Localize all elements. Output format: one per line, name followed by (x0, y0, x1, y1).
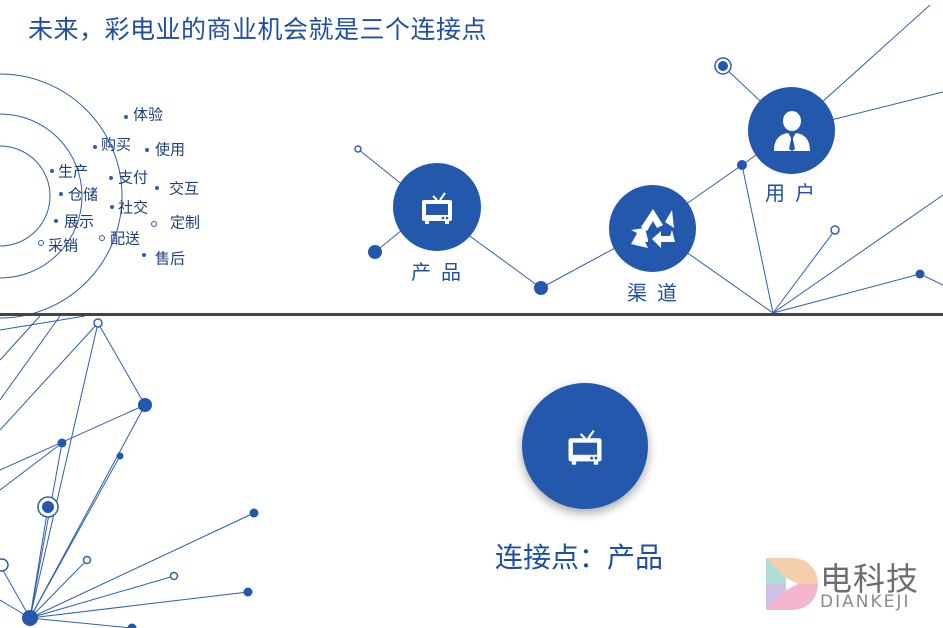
logo-text-en: DIANKEJI (820, 592, 911, 612)
ring-label: 社交 (118, 198, 149, 217)
focus-caption: 连接点：产品 (495, 541, 664, 574)
ring-label: 支付 (118, 168, 149, 187)
ring-label: 体验 (133, 105, 164, 124)
ring-label: 展示 (64, 212, 95, 231)
tv-icon (568, 429, 602, 465)
channel-label: 渠道 (627, 281, 687, 305)
ring-label: 配送 (110, 229, 141, 248)
ring-label: 售后 (155, 249, 186, 268)
recycle-icon (630, 208, 675, 248)
tv-icon (422, 192, 452, 224)
ring-label: 定制 (170, 213, 201, 232)
logo-mark (766, 558, 818, 610)
focus-product-node (522, 383, 648, 509)
logo-text-cn: 电科技 (820, 560, 920, 598)
slide-title: 未来，彩电业的商业机会就是三个连接点 (28, 15, 488, 44)
channel-node (609, 185, 696, 272)
product-label: 产品 (411, 260, 471, 284)
brand-logo: 电科技 DIANKEJI (764, 554, 934, 614)
user-icon (773, 110, 810, 151)
ring-label: 生产 (58, 162, 89, 181)
ring-label: 使用 (155, 140, 186, 159)
user-node (748, 87, 835, 174)
ring-label: 仓储 (68, 185, 99, 204)
ring-label: 交互 (169, 179, 200, 198)
section-divider (0, 313, 943, 316)
product-node (393, 163, 481, 251)
ring-label: 采销 (48, 236, 79, 255)
ring-label: 购买 (101, 135, 132, 154)
user-label: 用户 (765, 181, 825, 205)
